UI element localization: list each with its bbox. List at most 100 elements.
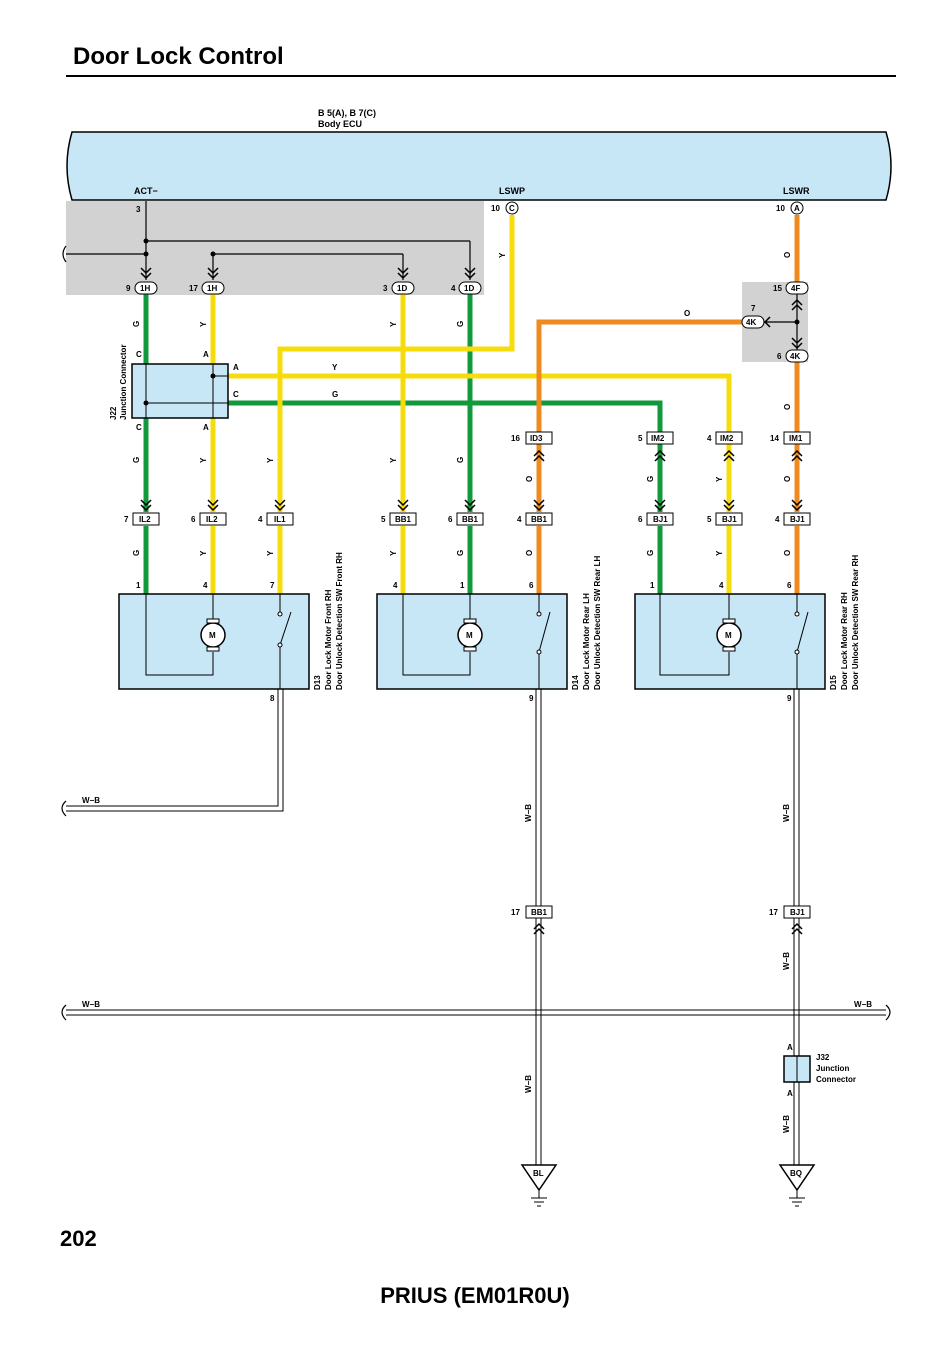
conn-1h-a: 1H [140,284,150,293]
j22-pin-c-right: C [233,390,239,399]
pin-1d-a: 3 [383,284,388,293]
conn-bb1-c: BB1 [531,515,548,524]
ground-wires [66,689,886,1166]
j22-pin-c-top: C [136,350,142,359]
pin-1h-a: 9 [126,284,131,293]
pin-bj1-a: 6 [638,515,643,524]
wire-label-o-mid2: O [783,476,792,482]
pin-4k-a: 7 [751,304,756,313]
d15-pin9: 9 [787,694,792,703]
wire-label-y-mid4: Y [715,476,724,482]
conn-bb1-b: BB1 [462,515,479,524]
pin-lswp: 10 [491,204,500,213]
wire-label-o-low1: O [525,550,534,556]
d13-line2: Door Unlock Detection SW Front RH [335,552,344,690]
d13-line1: Door Lock Motor Front RH [324,589,333,690]
wire-label-o-4k: O [783,404,792,410]
conn-bb1-a: BB1 [395,515,412,524]
wire-label-o-mid1: O [525,476,534,482]
terminal-chevrons [140,267,803,935]
d14-code: D14 [571,675,580,690]
j22-pin-c-bottom: C [136,423,142,432]
wb-label-8: W−B [782,1115,791,1133]
wire-label-y-low4: Y [715,550,724,556]
d14-pin4: 4 [393,581,398,590]
wire-label-g-1h: G [132,321,141,327]
ecu-name-line2: Body ECU [318,119,362,129]
wb-label-5: W−B [782,804,791,822]
wire-label-g: G [332,390,338,399]
wire-label-y-1h: Y [199,321,208,327]
wire-label-y-low1: Y [199,550,208,556]
conn-lswp: C [509,204,515,213]
junction-connector-j22 [131,363,229,419]
pin-im1: 14 [770,434,779,443]
conn-4k-b: 4K [790,352,800,361]
wb-label-3: W−B [854,1000,872,1009]
d13-pin1: 1 [136,581,141,590]
wire-label-g-mid1: G [132,457,141,463]
d14-line1: Door Lock Motor Rear LH [582,593,591,690]
wire-label-o-lswr: O [783,252,792,258]
j32-pin-a-top: A [787,1043,793,1052]
wire-label-g-mid3: G [646,476,655,482]
wb-label-4: W−B [524,804,533,822]
wire-label-o-low2: O [783,550,792,556]
ground-bq: BQ [778,1164,816,1207]
d14-pin9: 9 [529,694,534,703]
ecu-term-lswr: LSWR [783,186,810,196]
door-lock-motor-rear-lh: M [376,593,568,690]
door-lock-motor-rear-rh: M [634,593,826,690]
conn-1h-b: 1H [207,284,217,293]
d13-pin8: 8 [270,694,275,703]
conn-im2-b: IM2 [720,434,734,443]
pin-act: 3 [136,205,141,214]
ground-bl: BL [520,1164,558,1207]
motor-label: M [466,631,473,640]
d14-line2: Door Unlock Detection SW Rear LH [593,556,602,690]
conn-1d-a: 1D [397,284,407,293]
conn-bj1-d: BJ1 [790,908,805,917]
conn-lswr: A [794,204,800,213]
wb-label-2: W−B [82,1000,100,1009]
wire-label-y-1d: Y [389,321,398,327]
conn-4f: 4F [791,284,800,293]
wb-label-6: W−B [782,952,791,970]
ecu-term-lswp: LSWP [499,186,525,196]
pin-id3: 16 [511,434,520,443]
wire-label-g-low1: G [132,550,141,556]
d15-pin6: 6 [787,581,792,590]
pin-bb1-c: 4 [517,515,522,524]
wire-label-y-mid3: Y [389,457,398,463]
conn-im2-a: IM2 [651,434,665,443]
d15-pin4: 4 [719,581,724,590]
wire-label-y: Y [332,363,338,372]
j32-desc2: Connector [816,1075,856,1084]
conn-il2-a: IL2 [139,515,151,524]
pin-1d-b: 4 [451,284,456,293]
j22-pin-a-bottom: A [203,423,209,432]
pin-bj1-b: 5 [707,515,712,524]
j32-pin-a-bottom: A [787,1089,793,1098]
d15-line2: Door Unlock Detection SW Rear RH [851,555,860,690]
page-title: Door Lock Control [73,43,284,70]
wb-label-1: W−B [82,796,100,805]
wire-label-g-low2: G [456,550,465,556]
title-rule [66,75,896,77]
ground-bl-label: BL [533,1169,544,1178]
wb-label-7: W−B [524,1075,533,1093]
wire-label-y-mid2: Y [266,457,275,463]
pin-bb1-d: 17 [511,908,520,917]
d13-code: D13 [313,675,322,690]
pin-lswr: 10 [776,204,785,213]
conn-bj1-b: BJ1 [722,515,737,524]
ecu-name-line1: B 5(A), B 7(C) [318,108,376,118]
motor-label: M [209,631,216,640]
d14-pin1: 1 [460,581,465,590]
conn-bj1-c: BJ1 [790,515,805,524]
wire-label-y-low3: Y [389,550,398,556]
j32-code: J32 [816,1053,830,1062]
j22-pin-a-top: A [203,350,209,359]
conn-1d-b: 1D [464,284,474,293]
wire-label-g-low3: G [646,550,655,556]
